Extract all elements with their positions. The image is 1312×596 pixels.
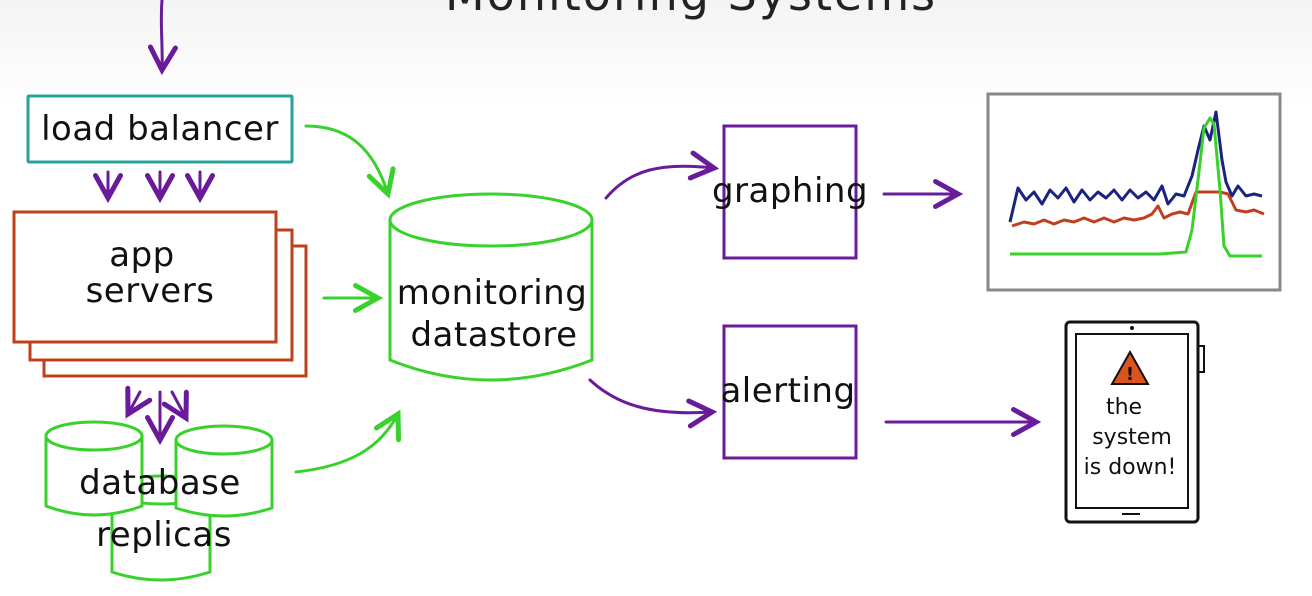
database-label-line2: replicas [96,515,232,555]
alerting-node: alerting [720,324,858,460]
graph-line-red [1011,190,1265,228]
alert-text-line3: is down! [1084,455,1177,480]
datastore-to-graphing-arrow [604,166,714,200]
db-cylinder-right-top [174,424,274,456]
graph-display [986,92,1282,292]
alerting-box [722,324,858,460]
load-balancer-box [26,94,294,164]
alert-text-line1: the [1106,395,1142,420]
datastore-to-alerting-arrow [588,378,712,413]
device-camera-icon [1130,326,1134,330]
graphing-label: graphing [712,171,868,211]
db-cylinder-right-body [174,440,274,518]
db-cylinder-bottom-body [110,490,212,582]
db-cylinder-left-body [44,436,144,517]
app-server-box-front [12,210,278,344]
app-servers-node: app servers [12,210,308,378]
alert-text-line2: system [1092,425,1172,450]
alerting-label: alerting [720,371,855,411]
lb-to-datastore-arrow [304,124,388,194]
alert-device: ! the system is down! [1064,320,1205,524]
datastore-cylinder-body [388,220,594,382]
datastore-label-line2: datastore [410,315,577,355]
graphing-box [722,124,858,260]
warning-exclamation: ! [1126,364,1134,385]
graph-line-green [1010,116,1262,258]
warning-triangle-icon [1110,349,1150,385]
load-balancer-node: load balancer [26,94,294,164]
app-to-db-arrow-1 [128,392,140,414]
graphing-node: graphing [712,124,868,260]
app-servers-label-line2: servers [86,271,215,311]
graph-line-blue [1008,110,1263,223]
db-cylinder-left-top [44,420,144,452]
app-to-db-arrow-3 [172,392,186,418]
diagram-title: Monitoring Systems [445,0,937,21]
datastore-label-line1: monitoring [397,273,588,313]
database-label-line1: database [79,463,241,503]
device-side-button [1197,345,1205,373]
load-balancer-label: load balancer [41,109,279,149]
monitoring-datastore-node: monitoring datastore [388,192,594,382]
db-to-datastore-arrow [294,414,398,474]
datastore-cylinder-top [388,192,594,248]
database-replicas-node: database replicas [44,420,274,582]
incoming-traffic-arrow [161,0,162,70]
app-servers-label-line1: app [109,235,175,275]
